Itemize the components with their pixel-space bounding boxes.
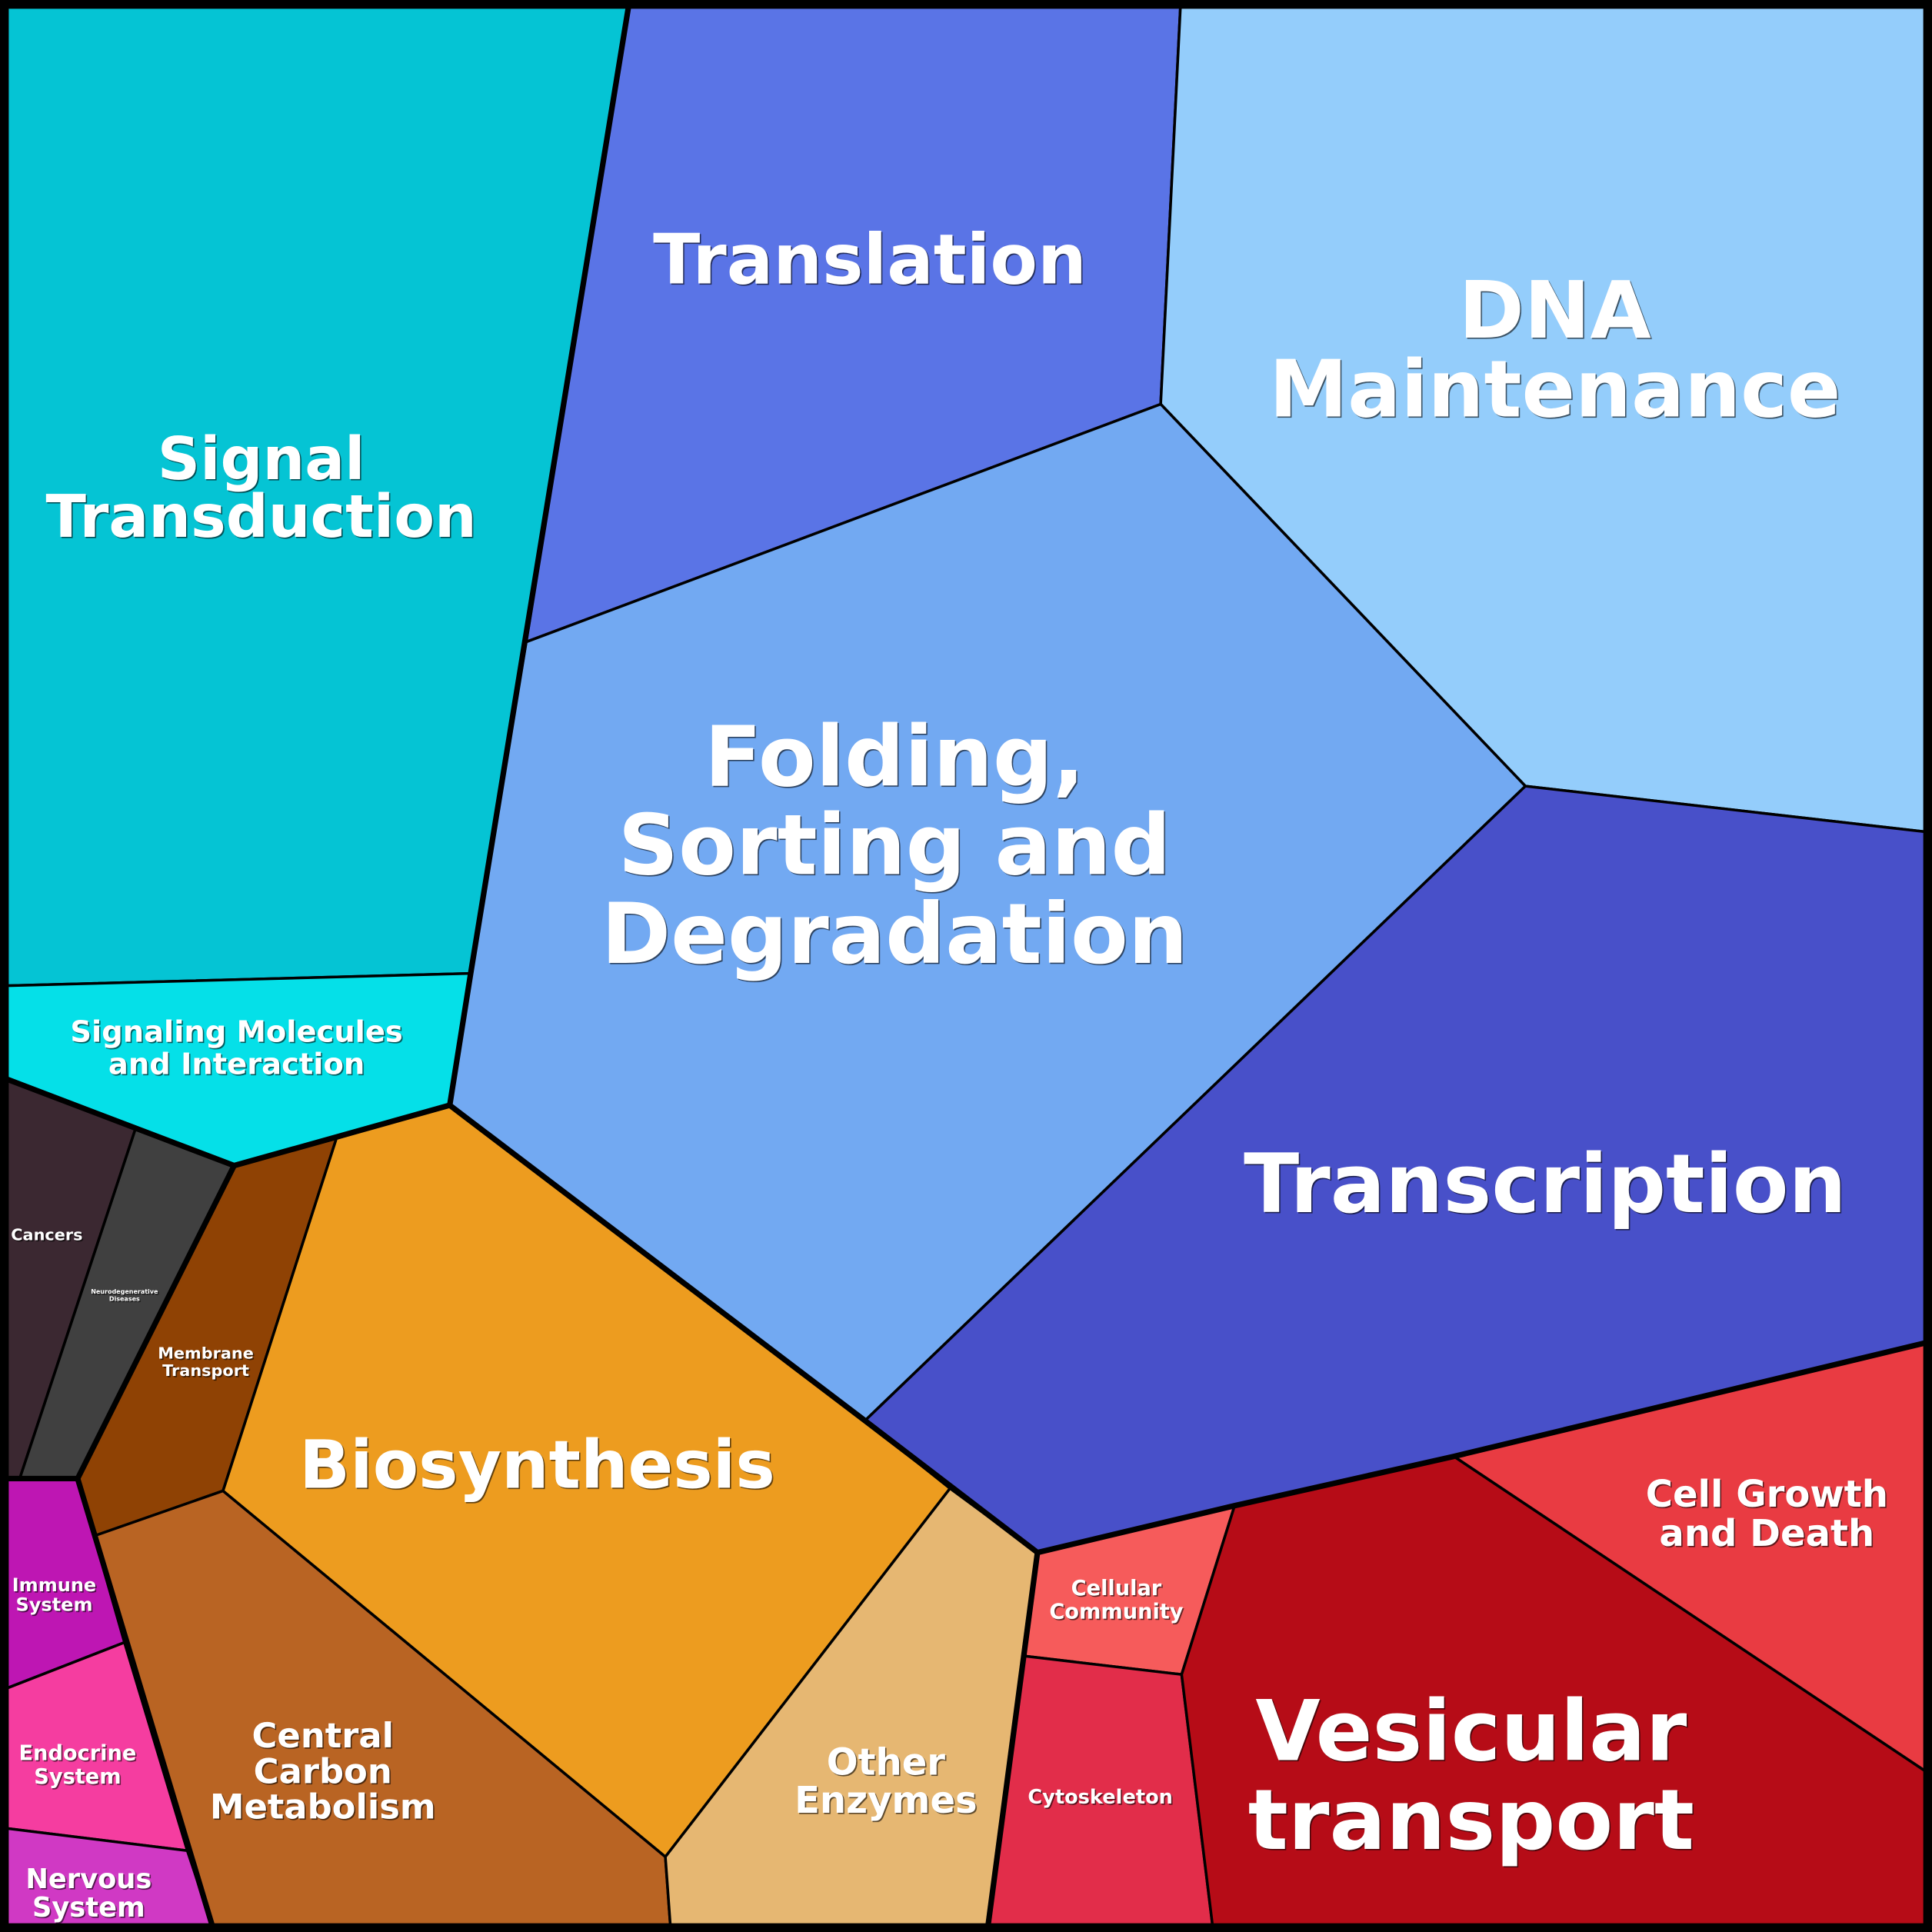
label-central-carbon-metabolism: Central bbox=[252, 1715, 394, 1756]
label-other-enzymes: Other bbox=[827, 1740, 946, 1784]
label-neurodegenerative-diseases: Diseases bbox=[109, 1295, 140, 1302]
label-folding-sorting-degradation: Sorting and bbox=[618, 797, 1171, 894]
label-membrane-transport: Membrane bbox=[158, 1344, 254, 1363]
group-boundary bbox=[447, 7, 631, 1106]
label-dna-maintenance: Maintenance bbox=[1269, 345, 1840, 436]
label-vesicular-transport: Vesicular bbox=[1255, 1682, 1687, 1780]
label-other-enzymes: Enzymes bbox=[794, 1779, 978, 1822]
label-central-carbon-metabolism: Carbon bbox=[254, 1750, 392, 1791]
group-boundary bbox=[75, 1477, 215, 1926]
label-translation: Translation bbox=[653, 221, 1087, 301]
label-cellular-community: Community bbox=[1049, 1600, 1183, 1624]
label-signaling-molecules: Signaling Molecules bbox=[70, 1015, 402, 1050]
group-boundary bbox=[985, 1552, 1041, 1925]
label-dna-maintenance: DNA bbox=[1459, 265, 1651, 357]
label-cellular-community: Cellular bbox=[1071, 1577, 1162, 1601]
label-folding-sorting-degradation: Degradation bbox=[601, 885, 1188, 983]
label-endocrine-system: System bbox=[34, 1765, 121, 1789]
group-boundary bbox=[6, 1077, 1926, 1556]
label-endocrine-system: Endocrine bbox=[18, 1742, 136, 1766]
label-cell-growth-and-death: and Death bbox=[1659, 1512, 1874, 1555]
label-signal-transduction: Transduction bbox=[46, 483, 477, 551]
label-cytoskeleton: Cytoskeleton bbox=[1028, 1786, 1173, 1809]
label-central-carbon-metabolism: Metabolism bbox=[210, 1787, 436, 1827]
label-folding-sorting-degradation: Folding, bbox=[705, 708, 1084, 805]
label-transcription: Transcription bbox=[1244, 1137, 1847, 1231]
label-immune-system: Immune bbox=[12, 1574, 96, 1596]
label-membrane-transport: Transport bbox=[162, 1361, 249, 1380]
label-vesicular-transport: transport bbox=[1248, 1771, 1694, 1869]
label-nervous-system: Nervous bbox=[25, 1864, 152, 1895]
label-immune-system: System bbox=[15, 1594, 92, 1616]
label-signal-transduction: Signal bbox=[158, 425, 365, 494]
label-biosynthesis: Biosynthesis bbox=[299, 1427, 775, 1504]
label-nervous-system: System bbox=[32, 1892, 145, 1924]
label-cell-growth-and-death: Cell Growth bbox=[1646, 1473, 1888, 1516]
label-signaling-molecules: and Interaction bbox=[108, 1047, 365, 1081]
label-cancers: Cancers bbox=[11, 1226, 82, 1244]
label-neurodegenerative-diseases: Neurodegenerative bbox=[91, 1288, 158, 1295]
